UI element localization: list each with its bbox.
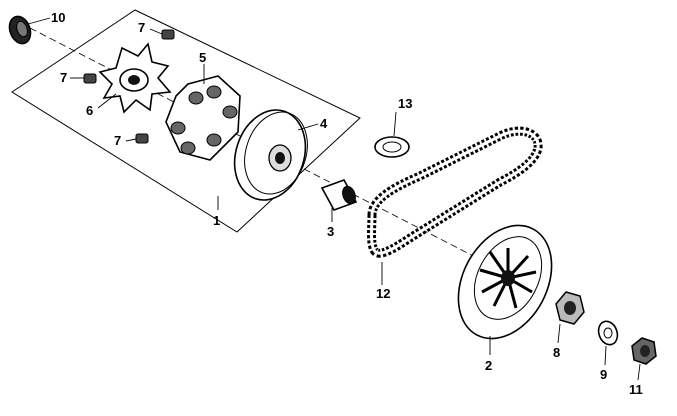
- part-6-ramp-plate: [98, 42, 172, 114]
- part-5-weight-rollers: [165, 75, 241, 161]
- part-11-cap-nut: [631, 337, 657, 365]
- callout-13: 13: [398, 96, 412, 111]
- callout-12: 12: [376, 286, 390, 301]
- callout-4: 4: [320, 116, 328, 131]
- part-13-washer: [374, 136, 410, 158]
- callout-3: 3: [327, 224, 334, 239]
- callout-7-bottom: 7: [114, 133, 121, 148]
- part-8-nut: [555, 291, 585, 325]
- part-7-slider-top: [161, 29, 175, 40]
- callout-11: 11: [629, 382, 643, 397]
- callout-10: 10: [51, 10, 65, 25]
- callout-2: 2: [485, 358, 492, 373]
- leader-lines: [27, 17, 641, 381]
- part-2-driven-face: [457, 224, 553, 340]
- part-10-oil-seal: [8, 15, 32, 45]
- callout-9: 9: [600, 367, 607, 382]
- callout-7-top: 7: [138, 20, 145, 35]
- callout-5: 5: [199, 50, 206, 65]
- part-12-drive-belt: [367, 126, 543, 258]
- callout-1: 1: [213, 213, 220, 228]
- part-7-slider-left: [83, 73, 97, 84]
- part-7-slider-bottom: [135, 133, 149, 144]
- callout-7-left: 7: [60, 70, 67, 85]
- part-9-washer: [597, 320, 619, 346]
- part-3-collar: [320, 179, 358, 211]
- assembly-outline: [11, 9, 361, 233]
- part-4-movable-drive-face: [233, 109, 308, 201]
- callout-8: 8: [553, 345, 560, 360]
- callout-6: 6: [86, 103, 93, 118]
